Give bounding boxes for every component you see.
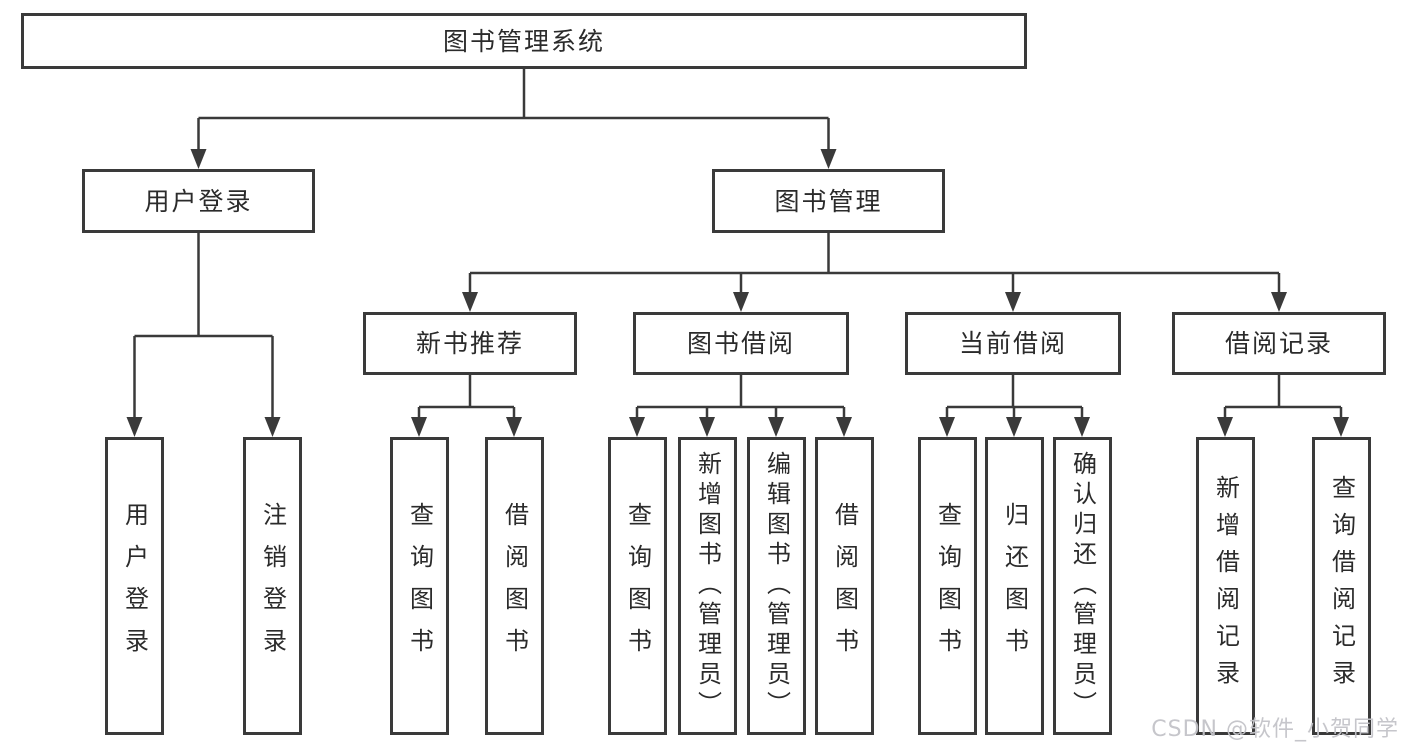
leaf-query-borrow-record: 查询借阅记录: [1312, 437, 1371, 735]
node-book-management: 图书管理: [712, 169, 945, 233]
node-label: 编辑图书（管理员）: [762, 451, 791, 721]
arrowheads: [126, 149, 1349, 437]
node-library-management-system: 图书管理系统: [21, 13, 1027, 69]
node-label: 图书管理系统: [442, 26, 605, 56]
leaf-query-books-current: 查询图书: [918, 437, 977, 735]
node-label: 用户登录: [120, 502, 149, 670]
leaf-borrow-books-recommend: 借阅图书: [485, 437, 544, 735]
leaf-query-books-borrowing: 查询图书: [608, 437, 667, 735]
node-label: 借阅图书: [830, 502, 859, 670]
leaf-logout: 注销登录: [243, 437, 302, 735]
node-label: 确认归还（管理员）: [1068, 451, 1097, 721]
node-label: 图书借阅: [686, 329, 795, 358]
leaf-borrow-books: 借阅图书: [815, 437, 874, 735]
node-label: 新增借阅记录: [1211, 475, 1240, 697]
leaf-query-books-recommend: 查询图书: [390, 437, 449, 735]
node-label: 查询图书: [405, 502, 434, 670]
node-current-borrowing: 当前借阅: [905, 312, 1121, 375]
node-label: 归还图书: [1000, 502, 1029, 670]
leaf-add-borrow-record: 新增借阅记录: [1196, 437, 1255, 735]
node-label: 借阅图书: [500, 502, 529, 670]
leaf-add-books-admin: 新增图书（管理员）: [678, 437, 737, 735]
node-label: 图书管理: [774, 186, 883, 216]
leaf-return-books: 归还图书: [985, 437, 1044, 735]
node-label: 查询图书: [933, 502, 962, 670]
node-label: 查询图书: [623, 502, 652, 670]
node-label: 当前借阅: [958, 329, 1067, 358]
node-label: 用户登录: [144, 186, 253, 216]
node-user-login-group: 用户登录: [82, 169, 315, 233]
node-borrowing-records: 借阅记录: [1172, 312, 1386, 375]
node-label: 注销登录: [258, 502, 287, 670]
node-label: 查询借阅记录: [1327, 475, 1356, 697]
node-label: 新书推荐: [415, 329, 524, 358]
leaf-user-login: 用户登录: [105, 437, 164, 735]
leaf-edit-books-admin: 编辑图书（管理员）: [747, 437, 806, 735]
node-label: 借阅记录: [1224, 329, 1333, 358]
csdn-watermark: CSDN @软件_小贺同学: [1151, 717, 1399, 742]
node-new-book-recommendation: 新书推荐: [363, 312, 577, 375]
node-book-borrowing: 图书借阅: [633, 312, 849, 375]
leaf-confirm-return-admin: 确认归还（管理员）: [1053, 437, 1112, 735]
node-label: 新增图书（管理员）: [693, 451, 722, 721]
